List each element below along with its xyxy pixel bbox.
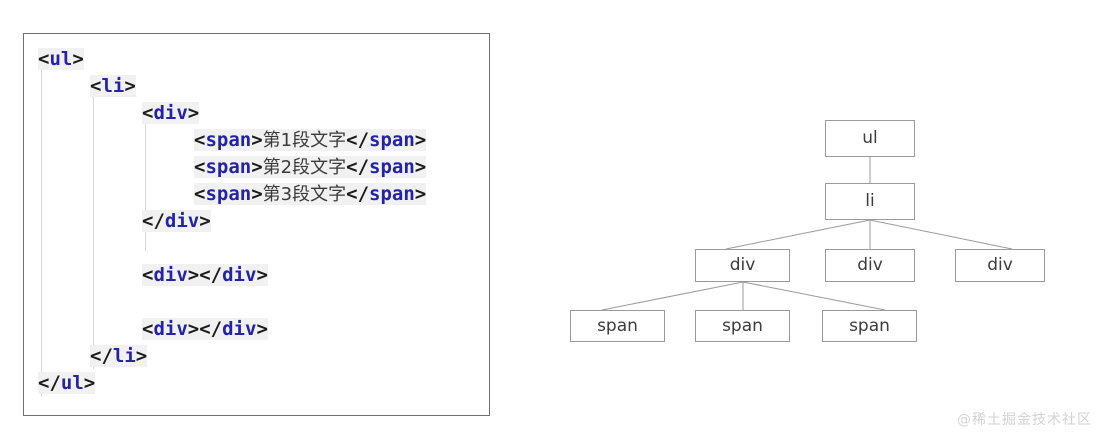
code-token-tag: span — [369, 183, 415, 205]
code-line: <div></div> — [142, 316, 268, 343]
code-token-punct: < — [194, 183, 206, 205]
tree-edge-li-to-div1 — [725, 219, 871, 250]
code-token-punct: < — [90, 75, 102, 97]
code-token-tag: li — [112, 345, 136, 367]
code-line: <span>第1段文字</span> — [194, 127, 427, 154]
code-token-punct: < — [142, 102, 154, 124]
code-token-punct: > — [124, 75, 136, 97]
code-token-punct: > — [83, 372, 96, 394]
code-token-tag: div — [153, 102, 188, 124]
code-token-punct: < — [194, 156, 206, 178]
code-token-group: <span>第3段文字</span> — [194, 183, 427, 205]
code-token-group: <li> — [90, 75, 136, 97]
code-block-panel: <ul><li><div><span>第1段文字</span><span>第2段… — [23, 33, 490, 416]
tree-edges — [601, 157, 1013, 311]
code-token-tag: div — [222, 318, 257, 340]
code-token-punct: > — [256, 264, 268, 286]
code-line: <span>第2段文字</span> — [194, 154, 427, 181]
tree-node-span3: span — [822, 310, 917, 342]
tree-edge-div1-to-span1 — [601, 281, 744, 311]
code-token-tag: span — [369, 129, 415, 151]
code-token-punct: < — [142, 318, 154, 340]
code-token-tag: span — [205, 129, 252, 151]
code-token-punct: > — [199, 210, 211, 232]
tree-edge-div1-to-span3 — [742, 281, 886, 311]
tree-node-span2: span — [695, 310, 790, 342]
code-token-group: <ul> — [38, 48, 84, 70]
code-token-tag: li — [101, 75, 125, 97]
code-token-tag: ul — [60, 372, 84, 394]
code-token-group: <span>第2段文字</span> — [194, 156, 427, 178]
code-line: </li> — [90, 343, 148, 370]
code-token-txt: 第3段文字 — [262, 184, 347, 205]
code-token-punct: > — [72, 48, 84, 70]
code-lines: <ul><li><div><span>第1段文字</span><span>第2段… — [24, 34, 489, 415]
tree-node-ul: ul — [825, 120, 915, 157]
tree-node-div3: div — [955, 249, 1045, 282]
code-line: </div> — [142, 208, 211, 235]
code-token-punct: > — [414, 156, 427, 178]
code-token-punct: < — [142, 264, 154, 286]
code-token-tag: span — [369, 156, 415, 178]
code-token-punct: > — [251, 156, 263, 178]
code-line: <li> — [90, 73, 136, 100]
code-token-tag: span — [205, 156, 252, 178]
tree-node-div1: div — [695, 249, 790, 282]
code-token-punct: > — [414, 129, 427, 151]
code-token-tag: div — [153, 264, 188, 286]
code-line: <div></div> — [142, 262, 268, 289]
indent-guide-level-2 — [145, 123, 146, 251]
tree-node-li: li — [825, 183, 915, 220]
code-token-punct: </ — [346, 156, 370, 178]
watermark-label: @稀土掘金技术社区 — [957, 412, 1092, 428]
code-token-punct: > — [414, 183, 427, 205]
code-token-punct: > — [251, 183, 263, 205]
code-token-tag: div — [153, 318, 188, 340]
code-token-group: <span>第1段文字</span> — [194, 129, 427, 151]
code-token-punct: > — [256, 318, 268, 340]
code-token-punct: </ — [346, 129, 370, 151]
code-token-punct: < — [38, 48, 50, 70]
code-token-txt: 第2段文字 — [262, 157, 347, 178]
code-token-group: <div> — [142, 102, 200, 124]
code-token-punct: > — [251, 129, 263, 151]
code-token-punct: > — [135, 345, 148, 367]
code-token-punct: </ — [38, 372, 61, 394]
code-token-group: <div></div> — [142, 264, 268, 286]
code-token-group: </li> — [90, 345, 148, 367]
code-token-txt: 第1段文字 — [262, 130, 347, 151]
tree-node-div2: div — [825, 249, 915, 282]
code-token-tag: span — [205, 183, 252, 205]
code-token-punct: </ — [142, 210, 165, 232]
code-token-punct: ></ — [187, 318, 223, 340]
code-line: <ul> — [38, 46, 84, 73]
code-token-tag: ul — [49, 48, 73, 70]
code-token-tag: div — [222, 264, 257, 286]
code-token-punct: > — [187, 102, 200, 124]
tree-edge-li-to-div3 — [869, 219, 1013, 250]
tree-node-span1: span — [570, 310, 665, 342]
code-token-punct: ></ — [187, 264, 223, 286]
code-token-punct: </ — [346, 183, 370, 205]
indent-guide-level-1 — [93, 96, 94, 369]
code-line: <span>第3段文字</span> — [194, 181, 427, 208]
code-token-punct: </ — [90, 345, 113, 367]
code-token-group: <div></div> — [142, 318, 268, 340]
code-token-group: </div> — [142, 210, 211, 232]
code-line: <div> — [142, 100, 200, 127]
code-token-group: </ul> — [38, 372, 96, 394]
code-token-punct: < — [194, 129, 206, 151]
code-line: </ul> — [38, 370, 96, 397]
code-token-tag: div — [164, 210, 200, 232]
indent-guide-level-0 — [41, 69, 42, 396]
